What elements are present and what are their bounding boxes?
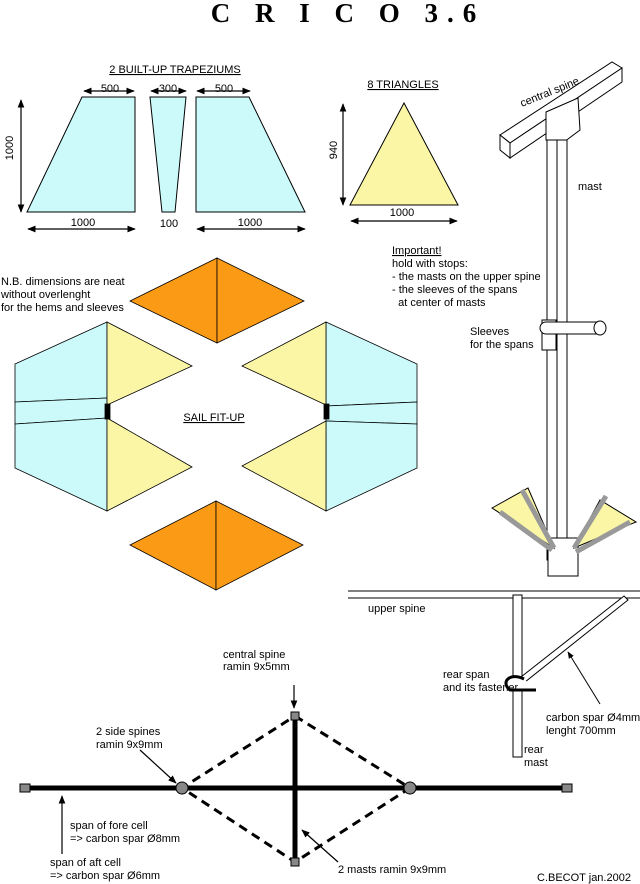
fore-span-label-2: => carbon spar Ø8mm <box>70 833 180 845</box>
dim-top-mid: 300 <box>159 83 177 95</box>
triangle-piece <box>349 101 459 206</box>
rear-span-fastener <box>504 675 536 692</box>
carbon-spar-label-1: carbon spar Ø4mm <box>546 712 640 724</box>
frame-diagram <box>19 685 573 867</box>
aft-span-label-2: => carbon spar Ø6mm <box>50 870 160 882</box>
orange-diamond-top-left <box>129 257 218 344</box>
trapezium-dimension-arrows <box>17 87 306 233</box>
sail-bit-left <box>491 487 556 550</box>
dim-bottom-right: 1000 <box>238 217 262 229</box>
important-heading: Important! <box>392 245 442 257</box>
signature: C.BECOT jan.2002 <box>537 872 631 884</box>
important-line-2: - the masts on the upper spine <box>392 271 541 283</box>
right-hex-upper <box>325 321 418 407</box>
right-hex-strip <box>325 401 418 425</box>
right-junction <box>323 403 330 420</box>
side-spines-label-2: ramin 9x9mm <box>96 739 163 751</box>
left-yellow-upper <box>106 321 193 406</box>
frame-central-spine-2: ramin 9x5mm <box>223 661 290 673</box>
left-junction <box>104 403 111 420</box>
carbon-spar-label-2: lenght 700mm <box>546 725 616 737</box>
important-note: Important! hold with stops: - the masts … <box>392 245 541 309</box>
frame-central-spine-1: central spine <box>223 649 285 661</box>
dim-trapezium-height: 1000 <box>4 136 16 160</box>
dim-bottom-left: 1000 <box>71 217 95 229</box>
dim-triangle-height: 940 <box>328 141 340 159</box>
right-yellow-lower <box>241 420 327 512</box>
dim-top-left: 500 <box>101 83 119 95</box>
page-title: C R I C O 3.6 <box>211 0 486 28</box>
neat-dimensions-note: N.B. dimensions are neat without overlen… <box>0 276 125 314</box>
sail-fitup-diagram <box>14 257 418 591</box>
rear-mast-label-2: mast <box>524 757 548 769</box>
triangles-heading: 8 TRIANGLES <box>367 79 438 91</box>
orange-diamond-top-right <box>216 257 305 344</box>
rear-span-label-2: and its fastener <box>443 682 519 694</box>
note-line-1: N.B. dimensions are neat <box>1 276 125 288</box>
rear-span-label-1: rear span <box>443 669 489 681</box>
sleeves-label-2: for the spans <box>470 339 534 351</box>
aft-span-label-1: span of aft cell <box>50 857 121 869</box>
left-hex-lower <box>14 417 108 512</box>
fore-span-label-1: span of fore cell <box>70 820 148 832</box>
sail-fitup-label: SAIL FIT-UP <box>183 412 244 424</box>
side-spines-label-1: 2 side spines <box>96 726 161 738</box>
right-yellow-upper <box>241 321 327 406</box>
left-yellow-lower <box>106 417 193 512</box>
dim-bottom-mid: 100 <box>160 218 178 230</box>
trapezium-pieces <box>26 96 306 213</box>
left-hex-upper <box>14 321 108 403</box>
trapezium-left <box>26 96 136 213</box>
trapezium-center <box>149 96 187 213</box>
rear-span-spar <box>520 595 629 683</box>
triangle-dimension-arrows <box>339 103 458 225</box>
orange-diamond-bottom-right <box>215 500 304 591</box>
trapezium-right <box>195 96 306 213</box>
rear-detail <box>348 590 640 758</box>
dim-triangle-base: 1000 <box>390 207 414 219</box>
important-line-3: - the sleeves of the spans <box>392 284 518 296</box>
dim-top-right: 500 <box>215 83 233 95</box>
trapeziums-heading: 2 BUILT-UP TRAPEZIUMS <box>109 64 240 76</box>
important-line-1: hold with stops: <box>392 258 468 270</box>
important-line-4: at center of masts <box>392 297 486 309</box>
orange-diamond-bottom-left <box>129 500 217 591</box>
rear-mast-label-1: rear <box>524 744 544 756</box>
upper-spine-label: upper spine <box>368 603 426 615</box>
mast-fitting <box>545 97 581 146</box>
note-line-2: without overlenght <box>0 289 90 301</box>
mast-detail <box>491 61 638 577</box>
sleeves-label-1: Sleeves <box>470 326 510 338</box>
right-hex-lower <box>325 420 418 512</box>
note-line-3: for the hems and sleeves <box>1 302 124 314</box>
mast-label: mast <box>578 181 602 193</box>
masts-label: 2 masts ramin 9x9mm <box>338 864 446 876</box>
